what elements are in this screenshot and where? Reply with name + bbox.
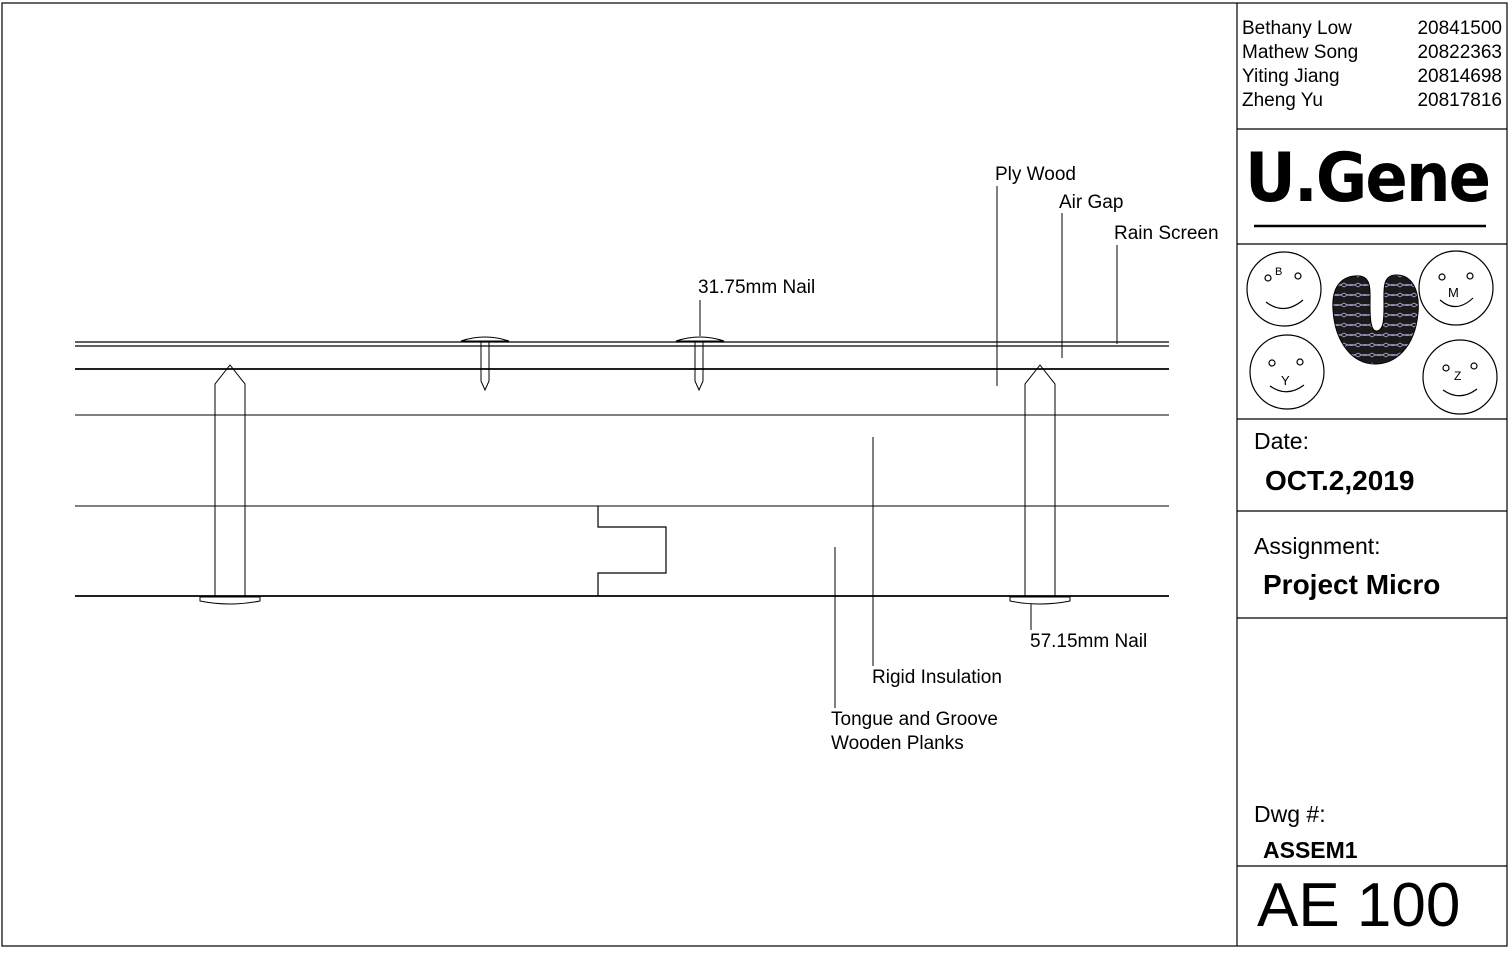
date-value: OCT.2,2019 — [1265, 465, 1415, 496]
title-block-grid — [1236, 3, 1507, 946]
face-letter-y: Y — [1281, 373, 1290, 388]
leader-lines — [699, 186, 1118, 708]
face-y — [1249, 334, 1325, 410]
large-nail-1 — [199, 364, 261, 605]
label-ply-wood: Ply Wood — [995, 164, 1076, 185]
small-nail-2 — [675, 336, 725, 392]
team-member-id: 20822363 — [1417, 42, 1502, 63]
course-code: AE 100 — [1257, 871, 1461, 940]
label-planks-line1: Tongue and Groove — [831, 709, 998, 730]
face-b — [1246, 251, 1322, 327]
team-member-id: 20817816 — [1417, 90, 1502, 111]
dwg-value: ASSEM1 — [1263, 837, 1358, 863]
label-planks-line2: Wooden Planks — [831, 733, 964, 754]
team-member-name: Zheng Yu — [1242, 90, 1324, 111]
team-member-name: Mathew Song — [1242, 42, 1359, 63]
label-rigid-insulation: Rigid Insulation — [872, 667, 1002, 688]
face-m — [1418, 250, 1494, 326]
team-member-id: 20841500 — [1417, 18, 1502, 39]
dwg-label: Dwg #: — [1254, 801, 1326, 827]
wall-section — [75, 341, 1169, 597]
title-block: Bethany Low 20841500 Mathew Song 2082236… — [1237, 4, 1505, 946]
team-member-name: Yiting Jiang — [1242, 66, 1340, 87]
label-rain-screen: Rain Screen — [1114, 223, 1219, 244]
label-nail-large: 57.15mm Nail — [1030, 631, 1148, 652]
team-member-name: Bethany Low — [1242, 18, 1352, 39]
dna-u-emblem — [1332, 274, 1419, 365]
face-letter-b: B — [1275, 266, 1283, 278]
label-nail-small: 31.75mm Nail — [698, 277, 816, 298]
assignment-label: Assignment: — [1254, 533, 1381, 559]
face-letter-z: Z — [1454, 369, 1462, 383]
team-member-id: 20814698 — [1417, 66, 1502, 87]
small-nail-1 — [460, 336, 510, 392]
tongue-groove-joint — [597, 506, 667, 596]
face-letter-m: M — [1448, 285, 1459, 300]
date-label: Date: — [1254, 428, 1309, 454]
ugene-logo: U.Gene — [1245, 139, 1491, 218]
face-z — [1422, 339, 1498, 415]
large-nail-2 — [1009, 364, 1071, 605]
label-air-gap: Air Gap — [1059, 192, 1124, 213]
assignment-value: Project Micro — [1263, 569, 1441, 600]
